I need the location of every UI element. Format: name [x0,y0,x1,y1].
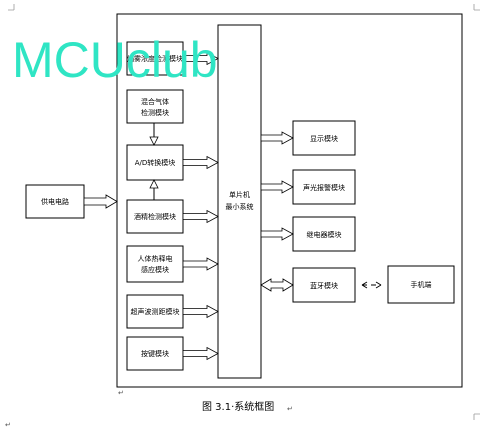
alcohol-detect-label: 酒精检测模块 [134,212,176,221]
paragraph-mark: ↵ [5,421,11,429]
phone-block [387,265,455,304]
alcohol-to-ad-arrowhead [149,179,159,189]
page-corner-mark [8,4,15,11]
gas-to-ad-arrowhead [149,136,159,146]
page-corner-mark [473,413,480,420]
wireless-link-right-head [375,281,382,289]
paragraph-mark: ↵ [118,389,124,397]
wireless-link-left-head [361,281,368,289]
smoke-detect-label: 烟雾浓度检测模块 [127,54,183,63]
display-block [292,120,356,156]
pir-sensor-label-line2: 感应模块 [141,265,169,274]
pir-sensor-label-line1: 人体热释电 [138,254,173,263]
display-label: 显示模块 [310,134,338,143]
alarm-label: 声光报警模块 [303,183,345,192]
ad-convert-label: A/D转换模块 [135,158,176,167]
mcu-to-alarm-arrow [260,180,294,194]
ultrasonic-block [126,294,184,329]
power-to-frame-arrow [83,194,118,209]
keypad-to-mcu-arrow [182,346,219,361]
mcu-to-relay-arrow [260,227,294,241]
alcohol-to-mcu-arrow [182,209,219,224]
pir-sensor-block [126,245,184,283]
page-corner-mark [473,4,480,11]
bluetooth-block [292,267,356,303]
diagram-frame [116,13,463,388]
phone-label: 手机端 [411,280,432,289]
figure-caption: 图 3.1·系统框图 [202,400,274,413]
mcu-block [217,24,262,379]
relay-block [292,216,356,252]
ultrasonic-to-mcu-arrow [182,304,219,319]
alarm-block [292,169,356,205]
power-supply-label: 供电电路 [41,197,69,206]
keypad-label: 按键模块 [141,349,169,358]
ultrasonic-label: 超声波测距模块 [131,307,180,316]
mcu-label-line1: 单片机 [229,190,250,199]
gas-detect-label-line1: 混合气体 [141,97,169,106]
relay-label: 继电器模块 [307,230,342,239]
mcu-to-display-arrow [260,131,294,145]
mcu-bluetooth-bidirectional-arrow [260,278,294,292]
power-supply-block [25,184,85,219]
mcu-label-line2: 最小系统 [226,202,254,211]
mcuclub-watermark: MCUclub [12,32,218,88]
ad-to-mcu-arrow [182,155,219,170]
keypad-block [126,336,184,371]
pir-to-mcu-arrow [182,257,219,271]
paragraph-mark: ↵ [287,405,293,413]
gas-detect-block [126,89,184,124]
smoke-detect-block [126,41,184,76]
bluetooth-label: 蓝牙模块 [310,281,338,290]
gas-detect-label-line2: 检测模块 [141,108,169,117]
smoke-to-mcu-arrow [182,51,219,66]
